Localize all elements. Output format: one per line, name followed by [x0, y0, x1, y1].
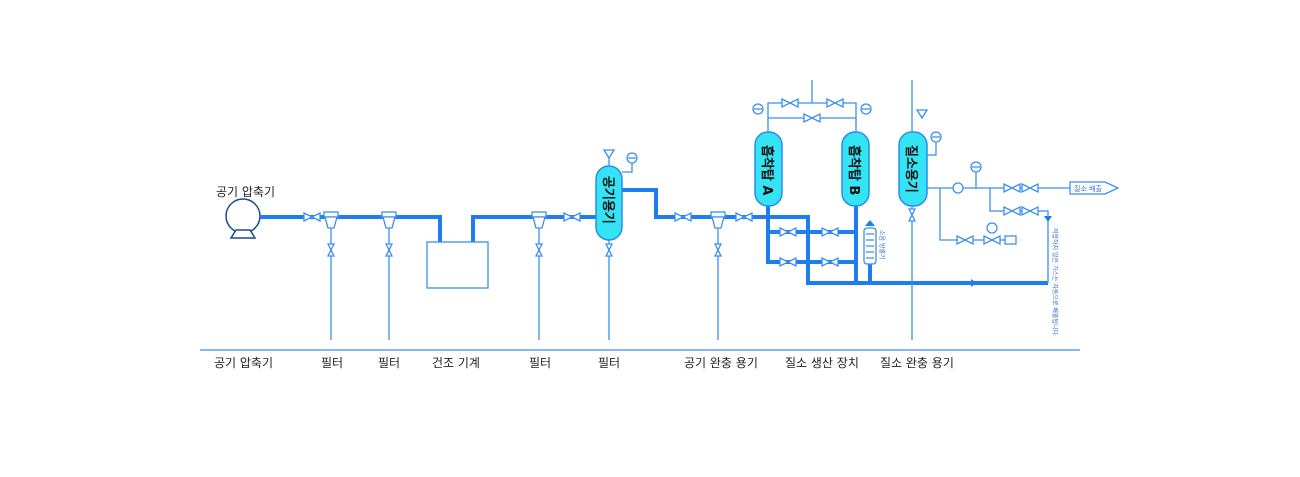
pressure-gauge-icon [752, 103, 764, 115]
pressure-gauge-icon [930, 131, 942, 143]
flowmeter-icon [952, 182, 964, 194]
pressure-gauge-icon [626, 152, 638, 164]
valve-icon [821, 227, 839, 237]
label-filter: 필터 [321, 356, 343, 370]
valve-icon [779, 227, 797, 237]
svg-text:질소용기: 질소용기 [903, 145, 919, 193]
label-nitrogen-buffer: 질소 완충 용기 [880, 356, 954, 370]
label-nitrogen-unit: 질소 생산 장치 [785, 356, 859, 370]
valve-icon [821, 257, 839, 267]
filter-icon [710, 211, 726, 234]
reject-gas-note: 적합하지 않은 가스는 자동으로 배출됩니다. [1051, 228, 1059, 337]
pressure-indicator-icon [986, 222, 998, 234]
nitrogen-outlet-arrow [1069, 181, 1120, 195]
safety-valve-icon [602, 149, 616, 160]
adsorber-a: 흡착탑 A [754, 131, 783, 207]
label-dryer: 건조 기계 [432, 356, 480, 370]
muffler-label: 소음 방출기 [878, 230, 886, 260]
muffler-icon [863, 220, 877, 265]
air-tank-label: 공기용기 [600, 176, 616, 224]
valve-icon [563, 212, 581, 222]
label-compressor: 공기 압축기 [214, 356, 273, 370]
label-filter: 필터 [529, 356, 551, 370]
adsorber-b: 흡착탑 B [841, 131, 870, 207]
label-filter: 필터 [598, 356, 620, 370]
pressure-gauge-icon [970, 161, 982, 173]
valve-icon [779, 257, 797, 267]
label-filter: 필터 [378, 356, 400, 370]
compressor-title: 공기 압축기 [216, 185, 275, 199]
air-compressor-icon [225, 198, 261, 239]
safety-valve-icon [915, 109, 929, 120]
filter-icon [381, 211, 397, 234]
analyzer-icon [1004, 235, 1017, 245]
valve-icon [674, 212, 692, 222]
filter-icon [531, 211, 547, 234]
valve-icon [303, 212, 321, 222]
svg-text:흡착탑 B: 흡착탑 B [846, 145, 862, 195]
filter-icon [323, 211, 339, 234]
svg-text:흡착탑 A: 흡착탑 A [759, 145, 775, 195]
valve-icon [735, 212, 753, 222]
label-air-buffer: 공기 완충 용기 [684, 356, 758, 370]
outlet-label: 질소 배출 [1074, 184, 1103, 193]
air-buffer-tank: 공기용기 [595, 165, 623, 241]
dryer-box [426, 241, 489, 289]
pressure-gauge-icon [860, 103, 872, 115]
nitrogen-buffer-tank: 질소용기 [898, 131, 928, 207]
